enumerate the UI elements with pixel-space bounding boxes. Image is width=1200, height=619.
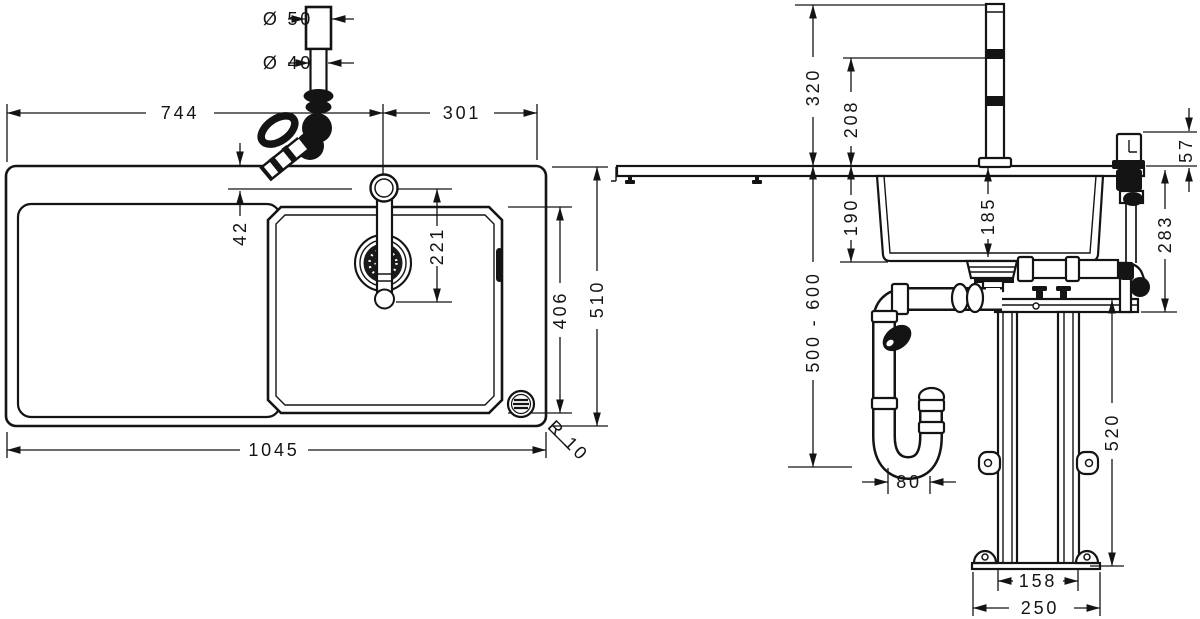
dim-label-301: 301	[443, 103, 481, 123]
dim-label-dia50: Ø 50	[263, 9, 313, 29]
countertop	[615, 164, 1146, 178]
dim-label-283: 283	[1155, 215, 1175, 253]
countertop-edge-profile	[611, 167, 617, 182]
faucet-base	[977, 156, 1013, 169]
dim-label-80: 80	[896, 472, 922, 492]
front-view-dimension-lines	[788, 4, 1197, 616]
drain-tailpiece	[257, 5, 334, 182]
rail-bolt	[1032, 286, 1047, 299]
dim-label-dia40: Ø 40	[263, 53, 313, 73]
frame-foot	[1074, 549, 1100, 565]
tailpiece-dia50	[304, 5, 333, 51]
dim-label-250: 250	[1021, 598, 1059, 618]
faucet-top	[369, 173, 399, 310]
dim-label-185: 185	[978, 197, 998, 235]
waste-branch	[1016, 255, 1150, 314]
top-view-dimension-lines	[6, 15, 608, 458]
pipe-coupling	[965, 282, 985, 314]
dim-label-406: 406	[550, 291, 570, 329]
pipe-coupling	[950, 282, 970, 314]
dim-label-744: 744	[161, 103, 199, 123]
drain-flange	[965, 259, 1019, 293]
dim-label-510: 510	[587, 280, 607, 318]
branch-elbow	[1130, 277, 1150, 297]
supply-pipes	[1125, 203, 1137, 263]
dim-label-42: 42	[230, 220, 250, 246]
valve-body	[1116, 169, 1142, 191]
wall-tab	[977, 450, 1002, 476]
mounting-rail	[993, 286, 1140, 314]
overflow-slot	[496, 248, 503, 282]
dim-label-500-600: 500 - 600	[803, 271, 823, 372]
dim-label-520: 520	[1102, 413, 1122, 451]
bowl	[266, 205, 504, 415]
pipe-coupling	[890, 282, 910, 316]
faucet-column	[977, 2, 1013, 169]
frame-leg-right	[1056, 310, 1081, 566]
dim-label-158: 158	[1019, 571, 1057, 591]
top-view: Ø 50 Ø 40 744 301 42 221 406 510 1045 R …	[4, 5, 608, 465]
dim-label-190: 190	[841, 198, 861, 236]
dim-label-208: 208	[841, 100, 861, 138]
wall-tab	[1075, 450, 1100, 476]
mounting-frame	[970, 310, 1102, 571]
dim-label-320: 320	[803, 68, 823, 106]
frame-leg-left	[996, 310, 1019, 566]
siphon-trap	[870, 282, 1002, 480]
hose-loop	[257, 112, 299, 148]
dim-label-221: 221	[427, 227, 447, 265]
rail-bolt	[1056, 286, 1071, 299]
frame-foot	[972, 549, 998, 565]
front-view: 320 208 57 283 190 185 500 - 600 80 520 …	[611, 2, 1197, 618]
dim-label-r10: R 10	[544, 416, 593, 465]
dim-label-1045: 1045	[248, 440, 299, 460]
overflow-icon	[506, 389, 536, 419]
mixer-handle	[1112, 132, 1145, 263]
dim-label-57: 57	[1176, 137, 1196, 163]
